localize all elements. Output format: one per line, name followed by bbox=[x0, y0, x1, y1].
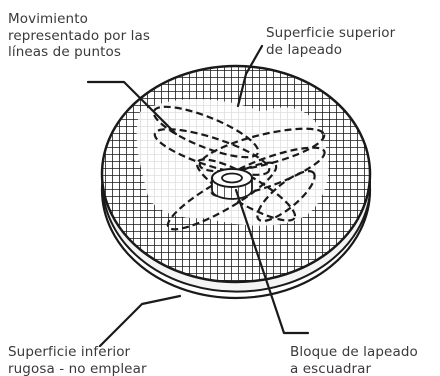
label-motion-line-1: Movimiento bbox=[8, 11, 88, 27]
lapping-block bbox=[211, 168, 253, 200]
leader-bottom-surface bbox=[98, 294, 182, 348]
label-top-surface-line-2: de lapeado bbox=[266, 41, 343, 58]
label-lapping-block-line-1: Bloque de lapeado bbox=[290, 344, 418, 360]
label-top-surface: Superficie superior de lapeado bbox=[266, 25, 395, 58]
label-top-surface-line-1: Superficie superior bbox=[266, 25, 396, 41]
leader-block bbox=[234, 188, 310, 335]
label-lapping-block: Bloque de lapeado a escuadrar bbox=[290, 344, 418, 376]
label-bottom-surface-line-1: Superficie inferior bbox=[8, 344, 131, 360]
label-motion-line-2: representado por las bbox=[8, 27, 150, 44]
label-lapping-block-line-2: a escuadrar bbox=[290, 360, 372, 376]
label-bottom-surface: Superficie inferior rugosa - no emplear bbox=[8, 344, 147, 376]
label-motion-line-3: líneas de puntos bbox=[8, 44, 121, 60]
leader-top-surface bbox=[236, 44, 264, 108]
label-motion: Movimiento representado por las líneas d… bbox=[8, 11, 150, 61]
label-bottom-surface-line-2: rugosa - no emplear bbox=[8, 360, 147, 376]
leader-motion bbox=[86, 80, 178, 136]
